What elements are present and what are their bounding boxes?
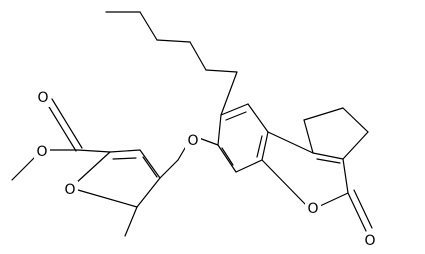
furan-methyl-bond [124,206,138,237]
aromatic-bond-4 [261,131,269,161]
aromatic-bond-1 [217,114,222,146]
lactone-ring-oxygen-label: O [307,201,318,217]
hexyl-bond-2 [205,69,238,73]
lactone-bond-2 [319,192,349,207]
ester-carbonyl-bond [45,101,77,152]
furan-bond-c2-c3 [109,149,141,153]
aromatic-double-1 [225,111,247,121]
cyclopentane-bond-2 [303,107,344,121]
aromatic-bond-6 [217,144,237,173]
ester-methoxy-oxygen-label: O [36,144,47,160]
aromatic-double-3 [221,147,234,166]
lactone-carbonyl-double-bond [353,189,373,229]
lactone-bond-3 [342,158,349,194]
ester-carbonyl-double-bond [51,98,83,149]
lactone-bond-4 [312,152,344,160]
linker-ch2-bond [159,159,179,179]
cyclopentane-bond-3 [342,107,369,133]
lactone-bond-1 [261,159,307,206]
hexyl-bond-1 [220,71,238,116]
cyclopentane-bond-1 [303,119,314,154]
furan-oxygen-label: O [64,182,75,198]
lactone-carbonyl-bond [347,192,367,232]
furan-bond-c3-c4 [139,149,161,179]
bonds-layer [11,11,373,237]
hexyl-bond-3 [189,41,207,71]
ester-carbonyl-oxygen-label: O [37,90,48,106]
furan-bond-c5-o [77,189,138,208]
hexyl-bond-4 [156,39,191,43]
furan-bond-o-c2 [74,151,111,185]
lactone-carbonyl-oxygen-label: O [364,233,375,249]
furan-bond-c4-c5 [136,177,161,208]
atom-labels-layer: O O O O O O [34,89,378,250]
ether-oxygen-label: O [187,133,198,149]
ether-aryl-bond [198,137,219,146]
aromatic-double-2 [256,135,263,158]
ester-acyl-bond [77,149,111,153]
furan-bond-c3-c4-inner [142,156,158,178]
lactone-bond-5 [267,131,314,154]
hexyl-bond-5 [139,11,158,41]
cyclopentane-bond-4 [342,131,369,160]
lactone-double-bond [316,158,341,164]
furan-bond-c2-c3-inner [112,157,137,160]
aromatic-bond-3 [247,103,269,133]
aromatic-bond-2 [220,103,249,116]
aromatic-bond-5 [235,159,263,173]
